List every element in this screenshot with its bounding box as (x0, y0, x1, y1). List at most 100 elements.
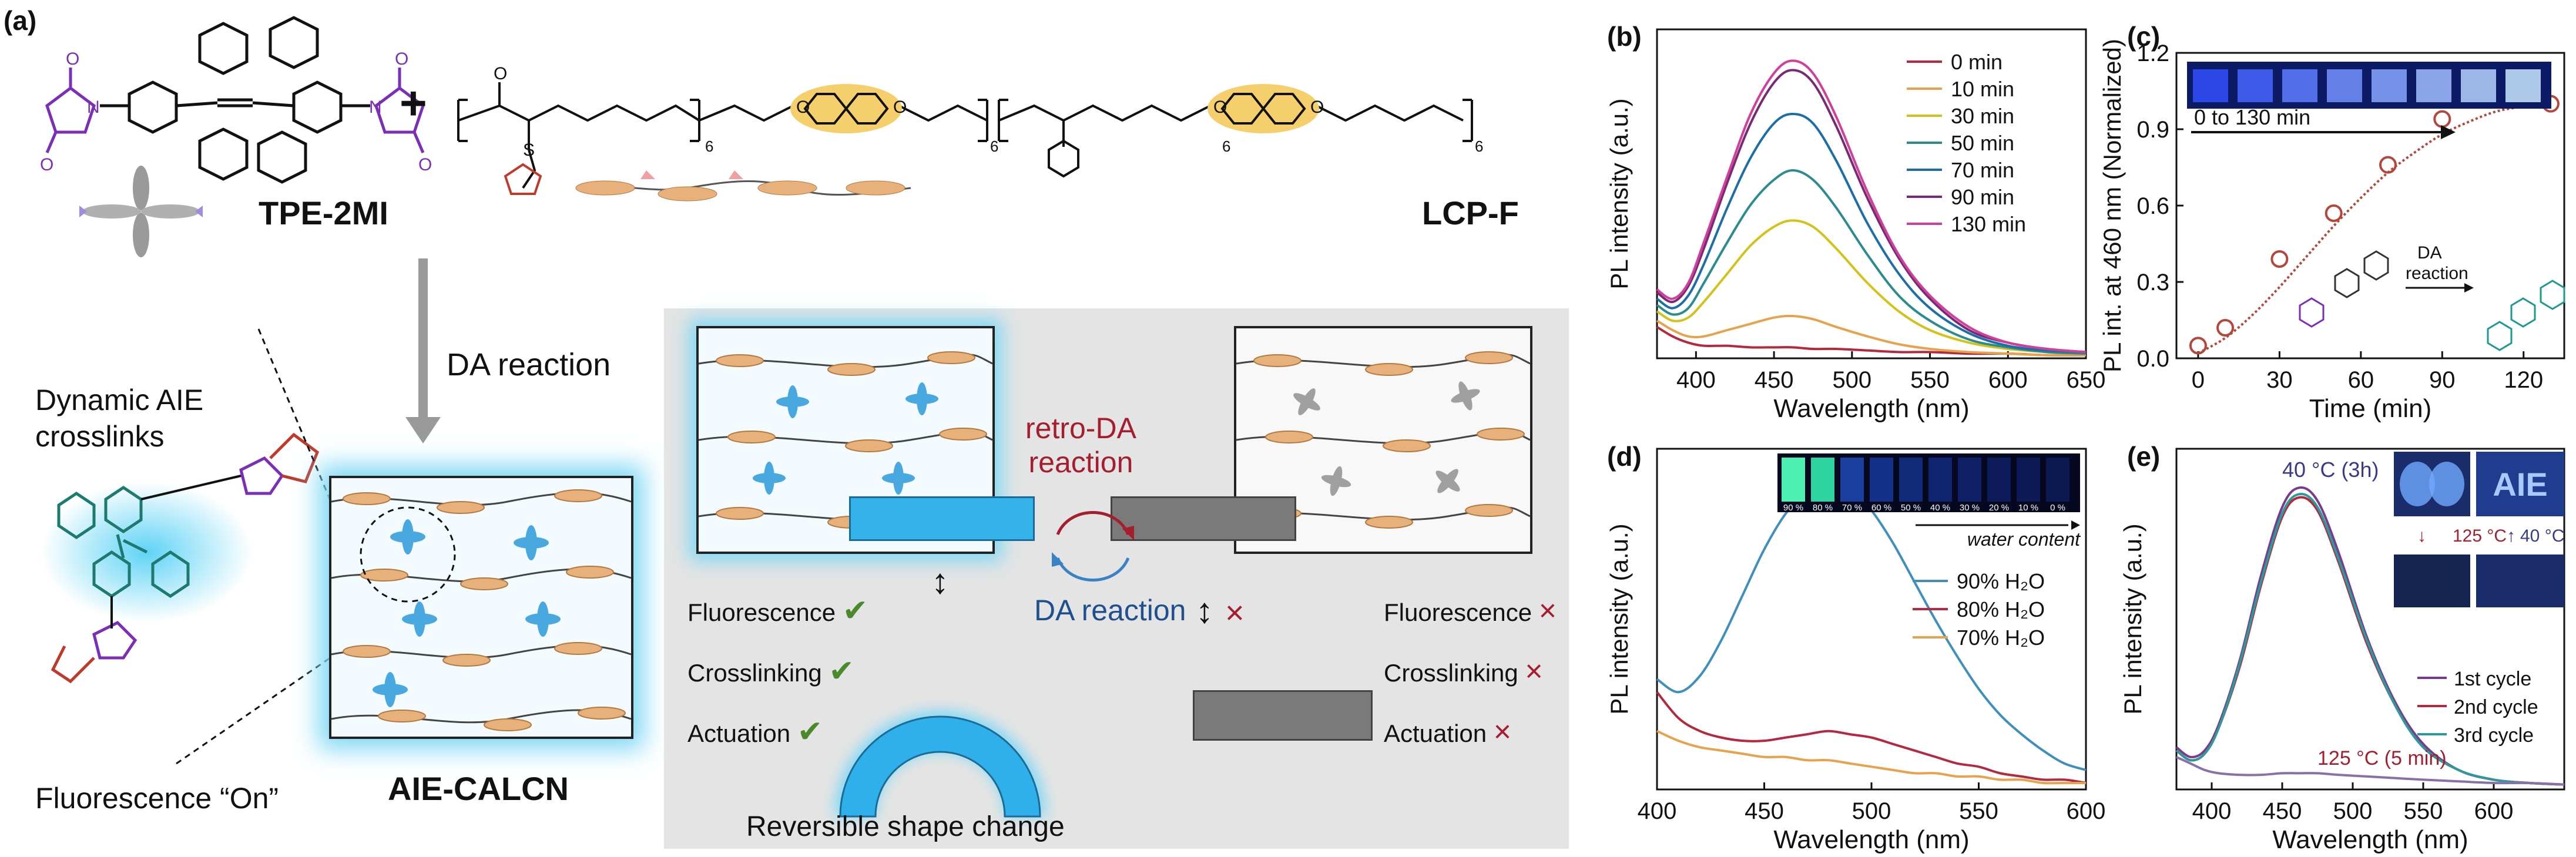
inset-vial-label: 0 % (2050, 503, 2065, 513)
repeat-subscript-3: 6 (1222, 137, 1230, 155)
inset-aie-off (2476, 554, 2564, 607)
x-axis-label: Wavelength (nm) (1773, 394, 1969, 423)
check-icon: ✔ (797, 715, 823, 749)
inset-sample (2238, 69, 2273, 102)
svg-text:O: O (893, 98, 907, 117)
plus-sign: + (400, 77, 427, 129)
x-tick-label: 500 (1832, 367, 1871, 393)
x-axis-label: Wavelength (nm) (1773, 825, 1969, 854)
inset-vial-label: 50 % (1901, 503, 1921, 513)
series-line-10-min (1656, 314, 2087, 357)
y-tick-label: 0.9 (2136, 117, 2169, 143)
y-tick-label: 0.3 (2136, 270, 2169, 295)
right-double-arrow: ↕ (1196, 591, 1213, 630)
property-list-left: Fluorescence ✔ Crosslinking ✔ Actuation … (687, 582, 868, 763)
da-reaction-arrow (405, 258, 441, 443)
series-line (2176, 755, 2565, 786)
butterfly-wing (2400, 462, 2435, 506)
ring (2487, 321, 2513, 351)
data-point (2216, 319, 2235, 337)
check-icon: ✔ (829, 654, 854, 688)
panel-b-label: (b) (1607, 21, 1642, 52)
inset-vial (2046, 458, 2069, 502)
legend-label: 1st cycle (2454, 668, 2531, 690)
check-icon: ✔ (842, 594, 868, 628)
x-axis-label: Wavelength (nm) (2272, 825, 2468, 854)
svg-text:O: O (1310, 98, 1324, 117)
legend-label: 80% H₂O (1957, 597, 2045, 621)
x-tick-label: 400 (2192, 798, 2232, 824)
x-tick-label: 400 (1676, 367, 1716, 393)
annotation-125c: 125 °C (5 min) (2317, 747, 2447, 769)
gray-flat-film (1193, 690, 1373, 741)
zoom-lines (176, 328, 365, 765)
inset-vial-label: 10 % (2018, 503, 2038, 513)
inset-vial-label: 40 % (1930, 503, 1950, 513)
ring (2363, 250, 2389, 281)
legend-label: 70% H₂O (1957, 626, 2045, 650)
inset-aie-on (2476, 452, 2564, 516)
series-line-130-min (1656, 59, 2087, 354)
svg-text:S: S (523, 140, 535, 160)
prop-actuation-right: Actuation × (1384, 715, 1512, 749)
inset-caption: water content (1967, 529, 2081, 550)
panel-d-label: (d) (1607, 441, 1642, 472)
butterfly-wing (2429, 462, 2464, 506)
inset-down-arrow: ↓ (2417, 526, 2426, 546)
inset-vial (1987, 458, 2011, 502)
x-tick-label: 650 (2067, 367, 2106, 393)
inset-vial (1928, 458, 1952, 502)
legend-label: 10 min (1951, 77, 2014, 101)
inset-vial (1899, 458, 1923, 502)
x-tick-label: 450 (1745, 798, 1784, 824)
svg-text:O: O (1213, 98, 1227, 117)
lcp-f-label: LCP-F (1422, 194, 1519, 231)
da-reaction-label: DA reaction (447, 347, 611, 382)
y-axis-label: PL intensity (a.u.) (1605, 98, 1633, 289)
dynamic-aie-crosslinks-label: Dynamic AIE crosslinks (35, 382, 203, 455)
legend-label: 90 min (1951, 185, 2014, 209)
blue-film-strip (849, 496, 1035, 541)
ring (2540, 280, 2565, 310)
inset-up-arrow: ↑ (2507, 526, 2515, 546)
inset-vial (1840, 458, 1864, 502)
right-arrow-cross: × (1225, 594, 1245, 631)
y-tick-label: 0.0 (2136, 346, 2169, 372)
aie-crosslink-structure (41, 432, 320, 684)
svg-text:O: O (66, 49, 79, 69)
gray-film-strip (1111, 496, 1296, 541)
x-tick-label: 600 (1988, 367, 2028, 393)
inset-sample (2282, 69, 2317, 102)
legend-label: 2nd cycle (2454, 696, 2538, 718)
inset-sample (2372, 69, 2407, 102)
aie-calcn-label: AIE-CALCN (388, 770, 569, 807)
inset-vial-label: 90 % (1783, 503, 1803, 513)
retro-da-line-2: reaction (1028, 446, 1133, 479)
inset-sample (2461, 69, 2496, 102)
prop-fluorescence-right: Fluorescence × (1384, 594, 1557, 628)
x-tick-label: 30 (2266, 367, 2293, 393)
inset-arrowhead (2441, 125, 2456, 139)
inset-sample (2327, 69, 2362, 102)
left-double-arrow: ↕ (931, 562, 949, 601)
inset-vial (1958, 458, 1981, 502)
inset-sample (2193, 69, 2228, 102)
inset-vial (1870, 458, 1893, 502)
y-axis-label: PL int. at 460 nm (Normalized) (2098, 39, 2126, 372)
x-tick-label: 0 (2192, 367, 2205, 393)
panel-c-label: (c) (2127, 21, 2161, 52)
tpe-2mi-structure: O O O O N N (40, 16, 432, 257)
y-axis-label: PL intensity (a.u.) (1605, 523, 1633, 714)
x-tick-label: 400 (1638, 798, 1677, 824)
data-point (2270, 250, 2289, 268)
x-tick-label: 500 (2333, 798, 2373, 824)
panel-a: (a) (4, 5, 1569, 849)
inset-butterfly-off (2394, 554, 2470, 607)
data-point (2325, 204, 2343, 222)
repeat-subscript-2: 6 (990, 137, 998, 155)
ring (2334, 268, 2360, 298)
legend-label: 3rd cycle (2454, 724, 2534, 747)
